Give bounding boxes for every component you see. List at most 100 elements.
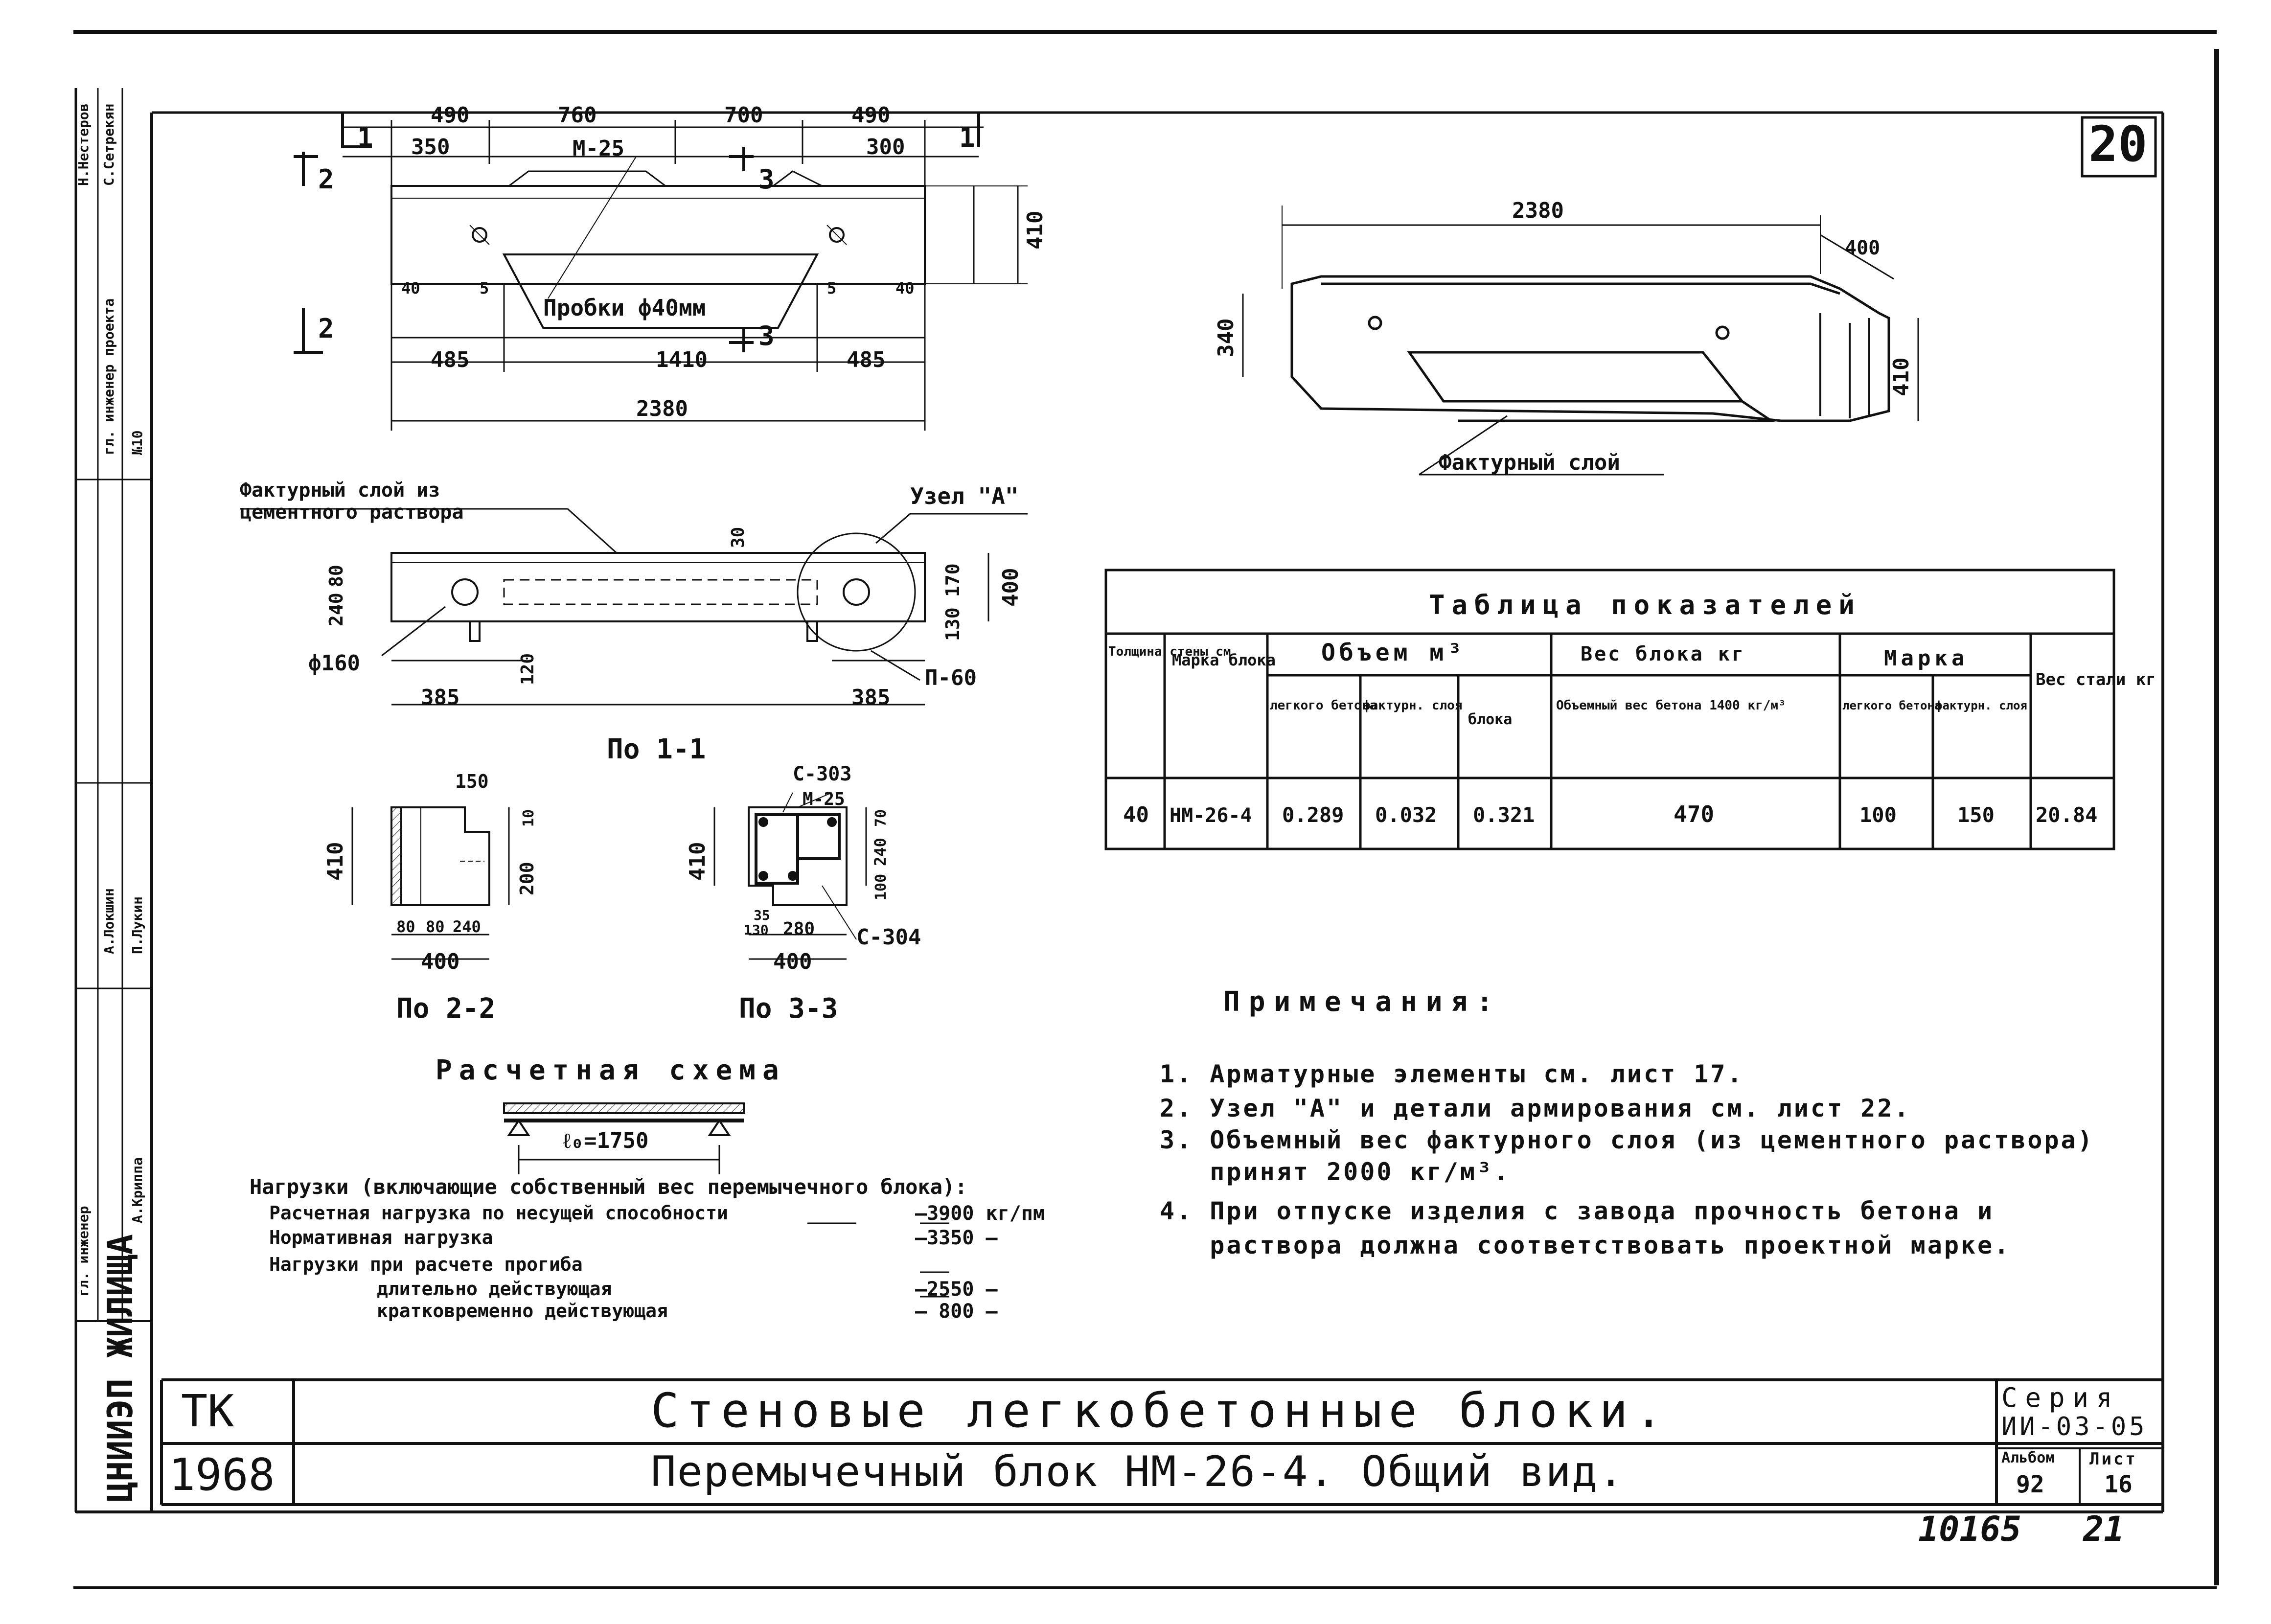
calc-scheme xyxy=(503,1102,949,1298)
dim-400: 400 xyxy=(998,568,1023,607)
dim-410: 410 xyxy=(323,842,348,881)
section-3-3-text: С-303 М-25 70 240 100 410 35 130 280 400… xyxy=(685,763,921,1025)
cut-label: 1 xyxy=(357,122,373,153)
svg-text:А.Криппа: А.Криппа xyxy=(129,1157,145,1223)
cell-grade-light: 100 xyxy=(1859,803,1897,827)
scheme-span: ℓ₀=1750 xyxy=(563,1128,649,1153)
note-3b: принят 2000 кг/м³. xyxy=(1160,1158,1511,1186)
dim-280: 280 xyxy=(783,919,815,939)
sheet-number: 20 xyxy=(2088,115,2148,173)
dim-150: 150 xyxy=(455,771,489,792)
cut-label: 2 xyxy=(318,164,334,195)
notes-title: Примечания: xyxy=(1223,986,1502,1018)
iso-length: 2380 xyxy=(1512,198,1564,223)
iso-depth: 400 xyxy=(1845,237,1880,259)
sheet-number-box xyxy=(2081,116,2157,178)
cell-thickness: 40 xyxy=(1123,802,1149,827)
svg-text:ЦНИИЭП ЖИЛИЩА: ЦНИИЭП ЖИЛИЩА xyxy=(100,1234,140,1502)
label-m25: М-25 xyxy=(803,789,845,809)
dim-70: 70 xyxy=(872,809,890,827)
side-stamp xyxy=(76,88,152,1322)
svg-text:№10: №10 xyxy=(129,430,145,455)
col-volume-light: легкого бетона xyxy=(1270,698,1377,713)
dim-100: 100 xyxy=(872,874,890,900)
cut-label: 3 xyxy=(758,164,775,195)
dim-200: 200 xyxy=(516,862,538,895)
sheet-value: 16 xyxy=(2104,1471,2133,1498)
dim-30: 30 xyxy=(728,527,748,548)
dim-400: 400 xyxy=(421,949,459,974)
cut-label: 1 xyxy=(959,122,975,153)
dim-40-right: 40 xyxy=(895,279,915,297)
cut-label: 2 xyxy=(318,313,334,344)
dim-130: 130 xyxy=(942,607,963,641)
loads-title: Нагрузки (включающие собственный вес пер… xyxy=(250,1175,967,1199)
dim-240: 240 xyxy=(453,917,481,936)
cut-label: 3 xyxy=(758,320,775,351)
caption-2-2: По 2-2 xyxy=(396,993,495,1025)
title-sub: Перемычечный блок НМ-26-4. Общий вид. xyxy=(651,1447,1625,1496)
col-volume-block: блока xyxy=(1468,711,1512,728)
cell-mark: НМ-26-4 xyxy=(1170,804,1252,827)
table-title: Таблица показателей xyxy=(1429,590,1861,620)
title-code: ТК xyxy=(181,1386,234,1437)
note-4b: раствора должна соответствовать проектно… xyxy=(1160,1231,2011,1259)
dim-10: 10 xyxy=(520,809,537,827)
dim-410: 410 xyxy=(685,842,710,881)
iso-left-height: 340 xyxy=(1214,319,1239,357)
dist-385-right: 385 xyxy=(851,685,890,710)
dist-385-left: 385 xyxy=(421,685,459,710)
series-label: Серия xyxy=(2001,1382,2120,1413)
dim-5-left: 5 xyxy=(480,279,489,297)
label-c304: С-304 xyxy=(856,925,921,950)
cell-volume-light: 0.289 xyxy=(1282,803,1344,827)
svg-text:гл. инженер: гл. инженер xyxy=(75,1206,92,1297)
plan-dims: 490 760 700 490 350 300 М-25 40 5 5 40 П… xyxy=(318,103,1048,421)
hole-label: ф160 xyxy=(308,651,360,676)
section-2-2 xyxy=(351,806,510,960)
album-value: 92 xyxy=(2016,1471,2044,1498)
load-label-1: Расчетная нагрузка по несущей способност… xyxy=(269,1202,728,1224)
dim-700: 700 xyxy=(724,103,763,128)
dim-5-right: 5 xyxy=(827,279,836,297)
side-stamp-text: Н.Нестеров С.Сетрекян гл. инженер проект… xyxy=(75,103,145,1297)
series-value: ИИ-03-05 xyxy=(2001,1412,2148,1441)
isometric-text: 2380 400 340 410 Фактурный слой xyxy=(1214,198,1914,475)
iso-layer: Фактурный слой xyxy=(1439,450,1620,475)
col-thickness: Толщина стены см xyxy=(1108,644,1231,659)
dim-485-left: 485 xyxy=(431,347,469,372)
plug-note: Пробки ф40мм xyxy=(543,295,706,321)
layer-note-1: Фактурный слой из xyxy=(240,479,440,502)
rebar-m25: М-25 xyxy=(573,136,624,161)
dim-170: 170 xyxy=(942,563,963,597)
node-a-label: Узел "А" xyxy=(910,483,1019,509)
section-3-3 xyxy=(713,792,867,960)
dim-130: 130 xyxy=(744,922,769,938)
plan-view xyxy=(294,113,1028,431)
col-weight-sub: Объемный вес бетона 1400 кг/м³ xyxy=(1556,698,1786,713)
load-value-5: — 800 — xyxy=(915,1300,998,1323)
dim-120: 120 xyxy=(518,653,538,685)
dim-300: 300 xyxy=(866,135,905,160)
dim-35: 35 xyxy=(754,907,770,923)
dim-240: 240 xyxy=(325,593,347,626)
dim-350: 350 xyxy=(411,135,450,160)
label-c303: С-303 xyxy=(793,763,851,785)
cell-weight: 470 xyxy=(1674,801,1714,827)
dim-80-a: 80 xyxy=(396,917,415,936)
corner-stamp: ЦНИИЭП ЖИЛИЩА xyxy=(75,1234,153,1513)
cell-volume-layer: 0.032 xyxy=(1375,803,1437,827)
load-label-2: Нормативная нагрузка xyxy=(269,1227,493,1248)
dim-80: 80 xyxy=(325,565,347,587)
svg-text:П.Лукин: П.Лукин xyxy=(129,896,145,954)
load-label-3: Нагрузки при расчете прогиба xyxy=(269,1254,583,1275)
album-label: Альбом xyxy=(2001,1449,2055,1466)
col-weight: Вес блока кг xyxy=(1581,643,1745,665)
title-main: Стеновые легкобетонные блоки. xyxy=(651,1383,1670,1438)
load-label-5: кратковременно действующая xyxy=(377,1300,668,1322)
dim-80-b: 80 xyxy=(426,917,445,936)
iso-right-height: 410 xyxy=(1889,358,1914,396)
section-2-2-text: 150 10 200 410 80 80 240 400 По 2-2 xyxy=(323,771,538,1025)
sheet-label: Лист xyxy=(2089,1449,2137,1469)
dim-2380: 2380 xyxy=(636,396,688,421)
